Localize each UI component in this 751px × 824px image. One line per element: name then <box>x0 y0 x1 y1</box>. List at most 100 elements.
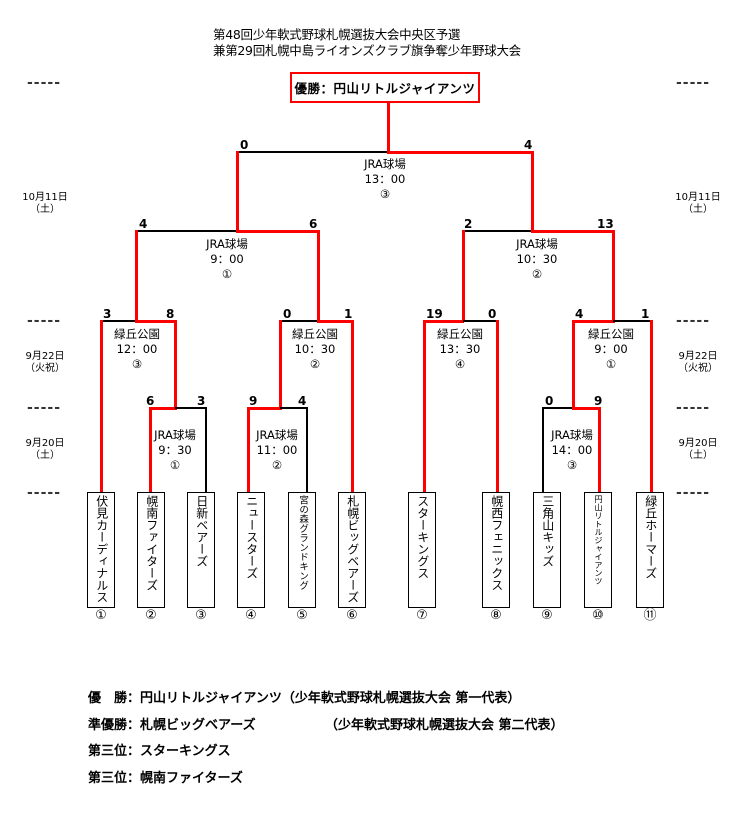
team-seed: ⑩ <box>592 608 604 623</box>
date-text: 9月20日 <box>678 438 718 449</box>
champion-box: 優勝：円山リトルジャイアンツ <box>290 72 480 103</box>
bracket-line <box>317 230 320 322</box>
date-text: 9月22日 <box>25 351 65 362</box>
bracket-line <box>136 230 237 232</box>
result-label: 第三位： <box>88 744 141 759</box>
score-r1a-left: 6 <box>146 394 155 408</box>
match-info-semi-right: JRA球場 10：30 ② <box>487 237 587 282</box>
day-text: （火祝） <box>25 363 65 374</box>
date-round1-right: 9月20日 （土） <box>668 438 728 462</box>
venue: JRA球場 <box>154 428 196 442</box>
bracket-line <box>247 407 282 410</box>
score-r1c-right: 9 <box>594 394 603 408</box>
bracket-line <box>387 103 390 153</box>
score-qf2-right: 1 <box>344 307 353 321</box>
bracket-line <box>423 320 464 323</box>
bracket-line <box>462 230 465 322</box>
bracket-line <box>280 407 308 409</box>
game-number: ③ <box>566 458 578 472</box>
result-label: 優 勝： <box>88 691 141 706</box>
team-box: 円山リトルジャイアンツ <box>584 492 612 608</box>
time: 13：30 <box>439 342 481 356</box>
result-team: 札幌ビッグベアーズ <box>140 717 256 733</box>
bracket-line <box>279 320 282 409</box>
score-semi-left-right: 6 <box>309 217 318 231</box>
date-round1-left: 9月20日 （土） <box>15 438 75 462</box>
bracket-line <box>247 407 250 492</box>
date-round2-right: 9月22日 （火祝） <box>668 351 728 375</box>
match-info-qf4: 緑丘公園 9：00 ① <box>561 327 661 372</box>
team-box: 宮の森グランドキング <box>288 492 316 608</box>
team-seed: ⑤ <box>296 608 308 623</box>
bracket-line <box>542 407 544 492</box>
bracket-line <box>613 320 652 322</box>
result-label: 第三位： <box>88 770 141 786</box>
team-box: 札幌ビッグベアーズ <box>338 492 366 608</box>
venue: JRA球場 <box>516 237 558 251</box>
result-team: スターキングス <box>140 744 231 759</box>
venue: 緑丘公園 <box>292 327 338 341</box>
team-box: 三角山キッズ <box>533 492 561 608</box>
title-line-2: 兼第29回札幌中島ライオンズクラブ旗争奪少年野球大会 <box>213 43 521 58</box>
match-info-r1c: JRA球場 14：00 ③ <box>522 428 622 473</box>
bracket-line <box>531 230 615 233</box>
score-qf4-left: 4 <box>575 307 584 321</box>
date-text: 10月11日 <box>675 192 721 203</box>
result-row: 優 勝：円山リトルジャイアンツ（少年軟式野球札幌選抜大会 第一代表） <box>88 686 520 713</box>
date-text: 9月22日 <box>678 351 718 362</box>
game-number: ④ <box>454 357 466 371</box>
game-number: ① <box>221 267 233 281</box>
time: 13：00 <box>364 172 406 186</box>
game-number: ③ <box>379 187 391 201</box>
bracket-line <box>149 407 177 410</box>
score-r1c-left: 0 <box>545 394 554 408</box>
result-row: 第三位：幌南ファイターズ <box>88 766 520 793</box>
date-final-right: 10月11日 （土） <box>668 192 728 216</box>
score-semi-right-right: 13 <box>597 217 614 231</box>
day-text: （土） <box>30 450 60 461</box>
bracket-line <box>205 407 207 492</box>
match-info-qf2: 緑丘公園 10：30 ② <box>265 327 365 372</box>
game-number: ② <box>309 357 321 371</box>
score-r1a-right: 3 <box>197 394 206 408</box>
bracket-line <box>101 320 137 322</box>
time: 10：30 <box>294 342 336 356</box>
time: 11：00 <box>256 443 298 457</box>
team-seed: ② <box>145 608 157 623</box>
separator-left-top: ----- <box>27 75 62 91</box>
venue: JRA球場 <box>206 237 248 251</box>
bracket-line <box>423 320 426 492</box>
date-text: 10月11日 <box>22 192 68 203</box>
result-note: （少年軟式野球札幌選抜大会 第二代表） <box>325 717 564 733</box>
match-info-qf3: 緑丘公園 13：30 ④ <box>410 327 510 372</box>
results-list: 優 勝：円山リトルジャイアンツ（少年軟式野球札幌選抜大会 第一代表） 準優勝：札… <box>88 686 564 793</box>
time: 10：30 <box>516 252 558 266</box>
bracket-line <box>572 407 601 410</box>
bracket-line <box>387 151 534 154</box>
venue: JRA球場 <box>551 428 593 442</box>
bracket-line <box>236 151 239 232</box>
bracket-line <box>317 320 354 323</box>
result-note: （少年軟式野球札幌選抜大会 第一代表） <box>281 691 521 706</box>
game-number: ① <box>169 458 181 472</box>
team-seed: ⑦ <box>416 608 428 623</box>
bracket-line <box>496 320 499 492</box>
match-info-r1a: JRA球場 9：30 ① <box>125 428 225 473</box>
score-final-left: 0 <box>240 138 249 152</box>
team-box: ニュースターズ <box>237 492 265 608</box>
game-number: ③ <box>131 357 143 371</box>
score-semi-left-left: 4 <box>139 217 148 231</box>
game-number: ② <box>531 267 543 281</box>
date-round2-left: 9月22日 （火祝） <box>15 351 75 375</box>
bracket-line <box>175 407 207 409</box>
time: 9：00 <box>594 342 628 356</box>
separator-left-3: ----- <box>27 400 62 416</box>
bracket-line <box>531 151 534 232</box>
bracket-line <box>598 407 601 492</box>
bracket-line <box>100 320 103 492</box>
team-seed: ⑪ <box>643 608 657 623</box>
match-info-r1b: JRA球場 11：00 ② <box>227 428 327 473</box>
separator-left-4: ----- <box>27 485 62 501</box>
bracket-line <box>135 230 138 322</box>
bracket-line <box>543 407 574 409</box>
